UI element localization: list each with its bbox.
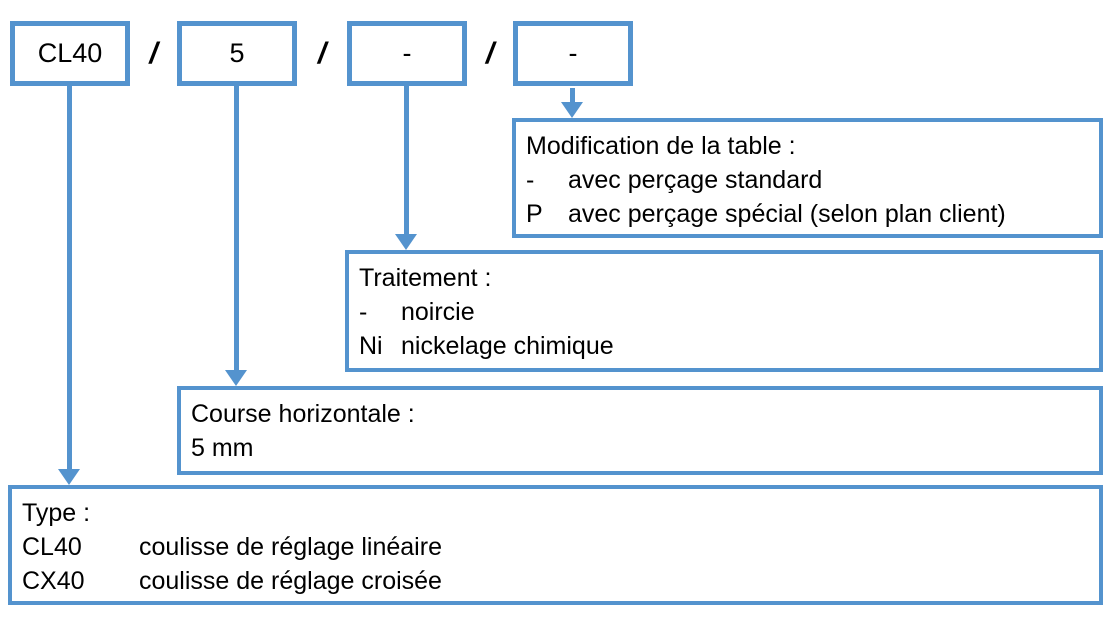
- slash-separator: /: [297, 21, 347, 86]
- legend-row: CX40 coulisse de réglage croisée: [22, 564, 1091, 598]
- legend-description: coulisse de réglage croisée: [139, 567, 442, 595]
- connector-line-type: [67, 86, 72, 469]
- legend-row: CL40 coulisse de réglage linéaire: [22, 530, 1091, 564]
- down-arrow-icon: [561, 102, 583, 118]
- down-arrow-icon: [395, 234, 417, 250]
- down-arrow-icon: [58, 469, 80, 485]
- legend-box-table-modification: Modification de la table : - avec perçag…: [512, 118, 1103, 238]
- legend-description: coulisse de réglage linéaire: [139, 533, 442, 561]
- slash-separator: /: [467, 21, 513, 86]
- legend-description: noircie: [401, 298, 475, 326]
- code-box-type: CL40: [10, 21, 130, 86]
- legend-description: nickelage chimique: [401, 332, 614, 360]
- code-box-table-modification-label: -: [568, 38, 578, 68]
- legend-code: P: [526, 200, 543, 228]
- slash-separator: /: [130, 21, 177, 86]
- legend-title: Type :: [22, 499, 91, 527]
- down-arrow-icon: [225, 370, 247, 386]
- slash-separator-label: /: [149, 36, 158, 70]
- legend-row: Ni nickelage chimique: [359, 329, 1091, 363]
- code-box-treatment-label: -: [402, 38, 412, 68]
- connector-line-stroke: [234, 86, 239, 370]
- code-box-stroke: 5: [177, 21, 297, 86]
- code-box-stroke-label: 5: [229, 38, 245, 68]
- legend-code: CL40: [22, 533, 82, 561]
- legend-code: -: [526, 166, 535, 194]
- legend-row: 5 mm: [191, 431, 1091, 465]
- code-box-treatment: -: [347, 21, 467, 86]
- legend-row: P avec perçage spécial (selon plan clien…: [526, 197, 1091, 231]
- legend-row: - noircie: [359, 295, 1091, 329]
- code-box-type-label: CL40: [37, 38, 103, 68]
- slash-separator-label: /: [317, 36, 327, 70]
- legend-box-horizontal-stroke: Course horizontale : 5 mm: [177, 386, 1103, 475]
- legend-title: Traitement :: [359, 264, 492, 292]
- legend-row: - avec perçage standard: [526, 163, 1091, 197]
- legend-code: -: [359, 298, 368, 326]
- legend-title: Modification de la table :: [526, 132, 796, 160]
- slash-separator-label: /: [485, 36, 495, 70]
- legend-code: Ni: [359, 332, 383, 360]
- legend-box-treatment: Traitement : - noircie Ni nickelage chim…: [345, 250, 1103, 372]
- legend-description: avec perçage standard: [568, 166, 823, 194]
- legend-description: avec perçage spécial (selon plan client): [568, 200, 1006, 228]
- connector-line-treatment: [404, 86, 409, 234]
- legend-title: Course horizontale :: [191, 400, 415, 428]
- legend-box-type: Type : CL40 coulisse de réglage linéaire…: [8, 485, 1103, 605]
- legend-code: 5 mm: [191, 434, 254, 462]
- legend-code: CX40: [22, 567, 85, 595]
- connector-line-table-modification: [570, 88, 575, 102]
- code-box-table-modification: -: [513, 21, 633, 86]
